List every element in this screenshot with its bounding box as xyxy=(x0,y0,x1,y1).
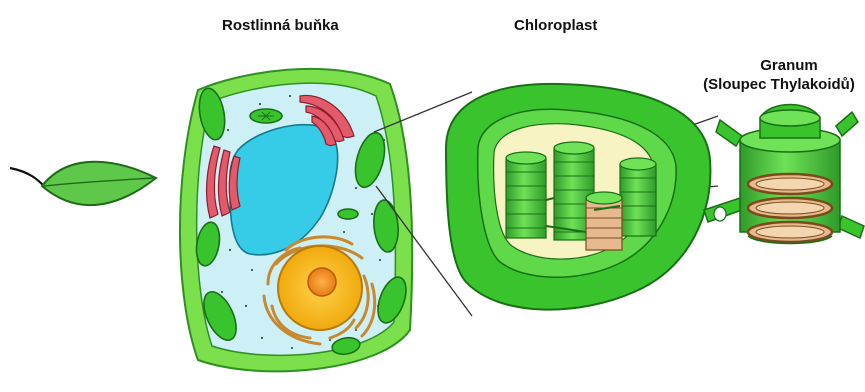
granum-subtitle: (Sloupec Thylakoidů) xyxy=(696,76,862,93)
leaf-icon xyxy=(10,162,156,205)
plant-cell-title: Rostlinná buňka xyxy=(222,17,339,34)
nucleolus xyxy=(308,268,336,296)
grana-stacks xyxy=(506,142,656,250)
plant-cell-icon xyxy=(180,69,412,372)
thylakoid-discs xyxy=(748,174,832,242)
granum-stack-1 xyxy=(506,152,546,238)
chloroplast-icon xyxy=(446,84,710,310)
golgi-left xyxy=(207,146,240,218)
granum-title: Granum xyxy=(726,57,852,74)
granum-stack-3 xyxy=(620,158,656,236)
chloroplast-title: Chloroplast xyxy=(514,17,597,34)
granum-icon xyxy=(704,105,864,244)
granum-stack-cut xyxy=(586,192,622,250)
